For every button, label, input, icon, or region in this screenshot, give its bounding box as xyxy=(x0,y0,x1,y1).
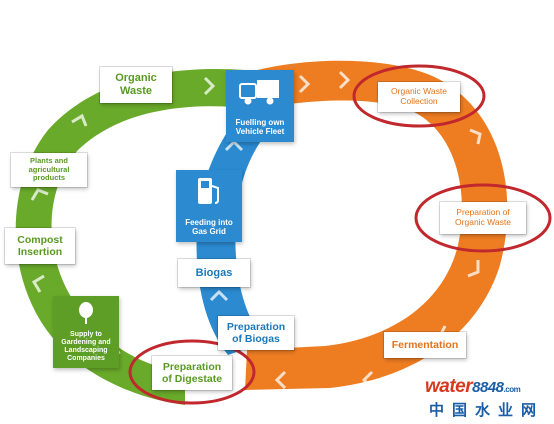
supply-label: Supply to Gardening and Landscaping Comp… xyxy=(61,330,111,362)
node-prep-waste: Preparation of Organic Waste xyxy=(440,202,526,234)
node-biogas: Biogas xyxy=(178,259,250,287)
node-organic-waste: Organic Waste xyxy=(100,67,172,103)
watermark-brand-tld: .com xyxy=(503,385,521,394)
watermark-brand: water8848.com xyxy=(425,376,521,398)
node-prep-digestate: Preparation of Digestate xyxy=(152,356,232,390)
watermark-logo: water8848.com 中国水业网 xyxy=(425,376,553,422)
feeding-label: Feeding into Gas Grid xyxy=(185,217,233,236)
node-fermentation: Fermentation xyxy=(384,332,466,358)
node-feeding: Feeding into Gas Grid xyxy=(176,170,242,242)
blue-cycle-ring xyxy=(196,92,290,355)
node-supply: Supply to Gardening and Landscaping Comp… xyxy=(53,296,119,368)
highlight-prep-waste xyxy=(414,183,552,253)
node-plants: Plants and agricultural products xyxy=(11,153,87,187)
truck-icon xyxy=(239,80,279,105)
tree-icon xyxy=(79,302,93,324)
node-prep-biogas: Preparation of Biogas xyxy=(218,316,294,350)
watermark-brand-num: 8848 xyxy=(472,379,504,396)
node-fuelling: Fuelling own Vehicle Fleet xyxy=(226,70,294,142)
flow-chevrons xyxy=(30,70,482,390)
highlight-collection xyxy=(352,64,486,128)
orange-cycle-ring xyxy=(245,60,508,390)
fuelling-label: Fuelling own Vehicle Fleet xyxy=(235,117,285,136)
watermark-cn: 中国水业网 xyxy=(429,401,545,419)
node-collection: Organic Waste Collection xyxy=(378,82,460,112)
fuel-pump-icon xyxy=(198,178,219,204)
highlight-prep-digestate xyxy=(128,339,256,405)
watermark-brand-water: water xyxy=(425,376,473,397)
node-compost: Compost Insertion xyxy=(5,228,75,264)
